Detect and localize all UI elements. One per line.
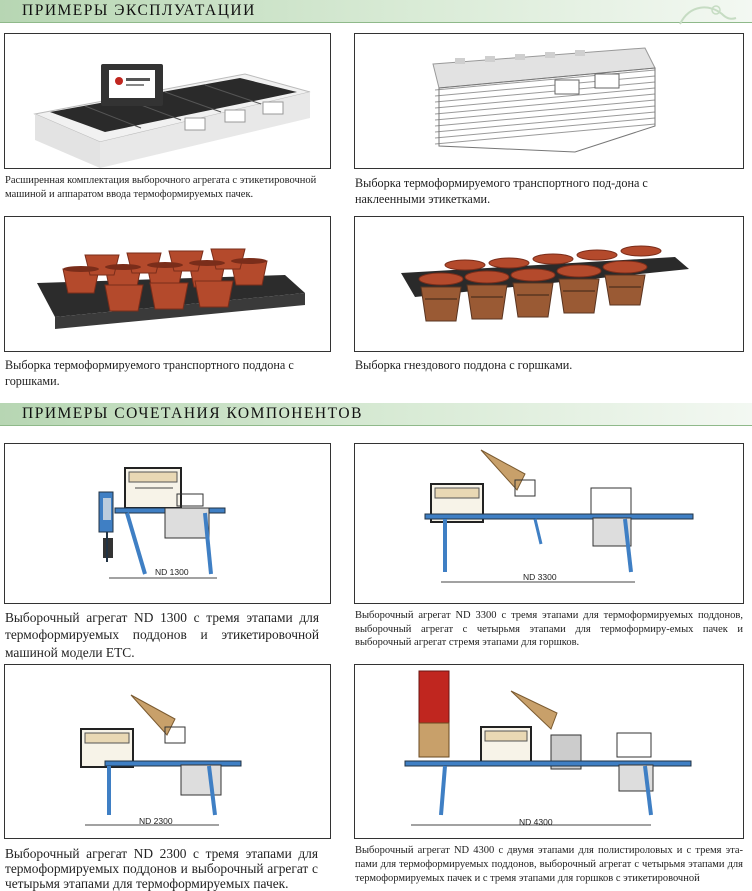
diagram-nd4300: ND 4300 <box>354 664 744 839</box>
section-title: ПРИМЕРЫ СОЧЕТАНИЯ КОМПОНЕНТОВ <box>22 405 363 422</box>
decorative-logo-icon <box>679 5 737 25</box>
photo-caption: Выборка термоформируемого транспортного … <box>5 358 294 388</box>
dimension-label: ND 1300 <box>155 567 189 577</box>
section-title: ПРИМЕРЫ ЭКСПЛУАТАЦИИ <box>22 2 256 19</box>
section-header-operation: ПРИМЕРЫ ЭКСПЛУАТАЦИИ <box>0 0 752 23</box>
section-header-combination: ПРИМЕРЫ СОЧЕТАНИЯ КОМПОНЕНТОВ <box>0 403 752 426</box>
photo-caption: Расширенная комплектация выборочного агр… <box>5 175 317 200</box>
photo-caption: Выборка термоформируемого транспортного … <box>355 176 648 206</box>
diagram-nd3300: ND 3300 <box>354 443 744 604</box>
diagram-caption: Выборочный агрегат ND 1300 с тремя этапа… <box>5 610 319 660</box>
diagram-caption: Выборочный агрегат ND 3300 с тремя этапа… <box>355 610 743 649</box>
photo-stacked-trays <box>354 33 744 169</box>
photo-tray-labeling <box>4 33 331 169</box>
diagram-caption: Выборочный агрегат ND 4300 с двумя этапа… <box>355 845 743 884</box>
diagram-nd2300: ND 2300 <box>4 664 331 839</box>
diagram-nd1300: ND 1300 <box>4 443 331 604</box>
photo-caption: Выборка гнездового поддона с горшками. <box>355 358 573 372</box>
dimension-label: ND 4300 <box>519 817 553 827</box>
diagram-caption: Выборочный агрегат ND 2300 с тремя этапа… <box>5 846 318 891</box>
photo-nested-tray <box>354 216 744 352</box>
dimension-label: ND 3300 <box>523 572 557 582</box>
dimension-label: ND 2300 <box>139 816 173 826</box>
photo-pot-tray <box>4 216 331 352</box>
